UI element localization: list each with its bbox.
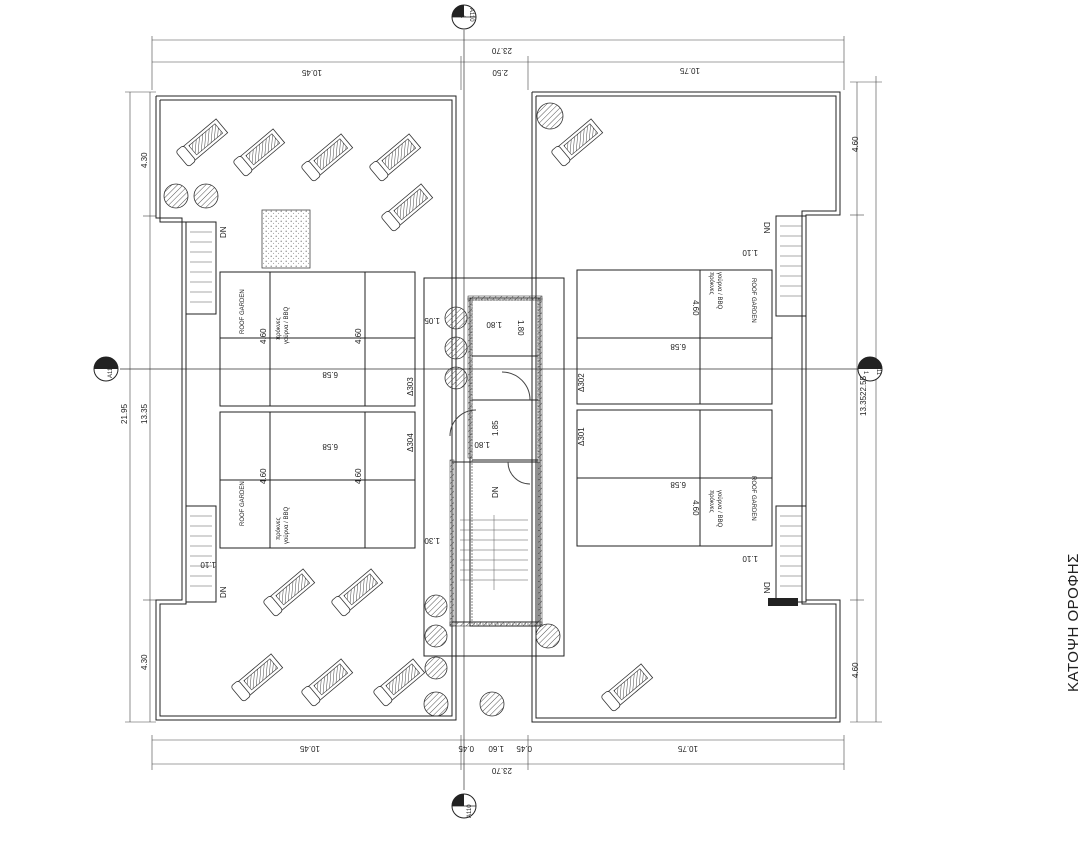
drawing-title: ΚΑΤΟΨΗ ΟΡΟΦΗΣ (1065, 553, 1082, 692)
planter-box (261, 209, 311, 269)
dim-room-h-3: 4.60 (259, 468, 268, 484)
section-marker-left: 1 A111 (93, 356, 119, 382)
dim-room-w-3: 6.58 (670, 342, 686, 351)
dim-right-bottom: 4.60 (851, 662, 860, 678)
dim-right-top: 4.60 (851, 136, 860, 152)
area-labels: ROOF GARDEN πρόκνες γούρνα / BBQ ROOF GA… (219, 222, 771, 598)
dim-room-w-1: 6.58 (322, 370, 338, 379)
section-marker-bottom: 1 A110 (451, 793, 477, 819)
dim-room-h-2: 4.60 (354, 328, 363, 344)
dim-bottom-right: 10.75 (677, 744, 698, 753)
dim-top-mid: 2.50 (492, 68, 508, 77)
dimension-lines (125, 36, 882, 770)
core-stair-treads (460, 515, 528, 590)
dn-label-2: DN (219, 586, 228, 598)
dim-180c: 1.80 (474, 440, 490, 449)
building-outline (155, 91, 841, 723)
dim-right-total: 22.55 (859, 375, 868, 396)
bbq-label-1b: γούρνα / BBQ (284, 306, 290, 344)
roof-garden-label-4: ROOF GARDEN (750, 476, 756, 521)
dn-label-4: DN (762, 582, 771, 594)
dim-room-h-1: 4.60 (259, 328, 268, 344)
dim-130: 1.30 (424, 536, 440, 545)
dim-stair-2: 1.10 (200, 560, 216, 569)
dim-left-total: 21.95 (120, 403, 129, 424)
dimension-labels: 23.70 10.45 2.50 10.75 23.70 10.45 0.45 … (120, 46, 868, 775)
section-marker-right: 1 A111 (857, 356, 883, 382)
dim-left-mid: 13.35 (140, 403, 149, 424)
dim-room-w-4: 6.58 (670, 480, 686, 489)
dim-stair-3: 1.10 (742, 554, 758, 563)
dim-top-left: 10.45 (301, 68, 322, 77)
roof-garden-label-2: ROOF GARDEN (240, 481, 246, 526)
lounger-group (175, 117, 654, 713)
marker-bottom-num: 1 (455, 796, 461, 800)
roof-garden-label-3: ROOF GARDEN (750, 278, 756, 323)
roof-garden-label-1: ROOF GARDEN (240, 289, 246, 334)
bbq-label-2b: γούρνα / BBQ (284, 506, 290, 544)
dn-label-1: DN (219, 226, 228, 238)
bbq-label-3a: πρόκνες (708, 272, 715, 295)
bbq-label-2a: πρόκνες (275, 517, 282, 540)
dim-bottom-left: 10.45 (299, 744, 320, 753)
room-tags: Δ303 Δ304 Δ302 Δ301 (406, 373, 586, 452)
dim-105: 1.05 (424, 316, 440, 325)
dim-left-top: 4.30 (140, 152, 149, 168)
room-304: Δ304 (406, 433, 415, 452)
marker-bottom-sheet: A110 (467, 804, 473, 818)
dim-180a: 1.80 (486, 320, 502, 329)
dim-bottom-a: 0.45 (458, 744, 474, 753)
marker-block (768, 598, 798, 606)
dim-bottom-b: 1.60 (488, 744, 504, 753)
bbq-label-3b: γούρνα / BBQ (716, 272, 722, 310)
marker-top-sheet: A110 (468, 8, 474, 22)
dim-185: 1.85 (491, 420, 500, 436)
bbq-label-4a: πρόκνες (708, 490, 715, 513)
core-walls-hatch (449, 295, 543, 627)
bbq-label-4b: γούρνα / BBQ (716, 490, 722, 528)
marker-top-num: 1 (459, 15, 465, 19)
dim-180b: 1.80 (516, 320, 525, 336)
section-marker-top: 1 A110 (451, 4, 477, 30)
dim-top-total: 23.70 (491, 46, 512, 55)
section-axes (120, 30, 860, 790)
dim-room-w-2: 6.58 (322, 442, 338, 451)
room-301: Δ301 (577, 427, 586, 446)
room-303: Δ303 (406, 377, 415, 396)
dn-label-3: DN (762, 222, 771, 234)
dim-bottom-total: 23.70 (491, 766, 512, 775)
dim-right-mid: 13.35 (859, 395, 868, 416)
dim-left-bottom: 4.30 (140, 654, 149, 670)
dim-stair-1: 1.10 (742, 248, 758, 257)
stair-treads (190, 225, 802, 587)
marker-right-sheet: A111 (875, 362, 881, 376)
dim-room-h-5: 4.60 (691, 300, 700, 316)
dim-top-right: 10.75 (679, 66, 700, 75)
marker-left-num: 1 (100, 364, 106, 368)
circular-planters (163, 102, 564, 717)
bbq-label-1a: πρόκνες (275, 317, 282, 340)
marker-left-sheet: A111 (108, 364, 114, 378)
dn-label-5: DN (491, 486, 500, 498)
dim-room-h-6: 4.60 (691, 500, 700, 516)
dim-bottom-c: 0.45 (516, 744, 532, 753)
marker-right-num: 1 (862, 371, 868, 375)
dim-room-h-4: 4.60 (354, 468, 363, 484)
room-302: Δ302 (577, 373, 586, 392)
